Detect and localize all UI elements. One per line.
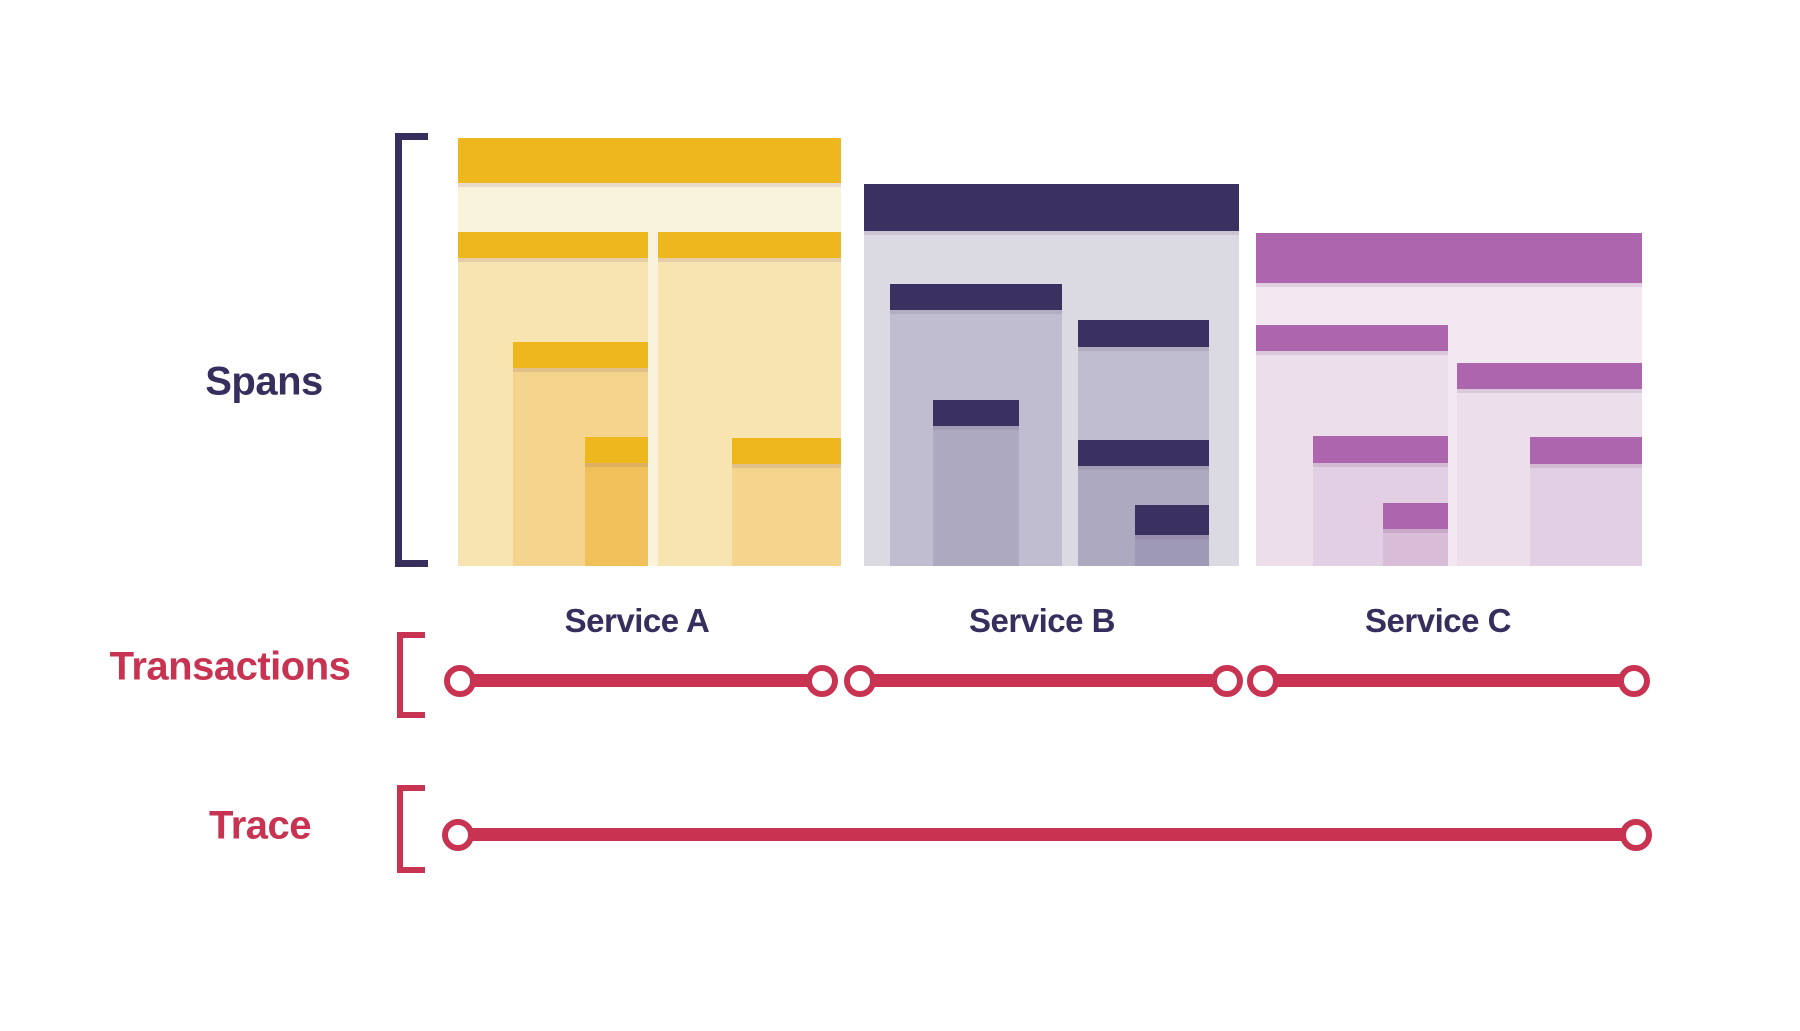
transactions-label: Transactions bbox=[109, 644, 351, 689]
service-c-child-1-1-1-body bbox=[1383, 529, 1448, 566]
transactions-segment-1-end-dot bbox=[806, 665, 838, 697]
transactions-segment-1-start-dot bbox=[444, 665, 476, 697]
service-a-root-bar-span-bar bbox=[458, 138, 841, 183]
trace-segment-1-line bbox=[458, 828, 1636, 841]
transactions-segment-2-line bbox=[860, 674, 1227, 687]
service-c-label: Service C bbox=[1365, 602, 1511, 639]
transactions-segment-2-start-dot bbox=[844, 665, 876, 697]
service-c-child-1-1-bar-span-bar bbox=[1313, 436, 1448, 463]
service-c-child-2-1-body bbox=[1530, 464, 1642, 566]
transactions-segment-3-end-dot bbox=[1618, 665, 1650, 697]
service-a-child-1-bar-span-bar bbox=[458, 232, 648, 258]
service-b-child-2-1-bar-span-bar bbox=[1078, 440, 1209, 466]
service-b-root-bar-span-bar bbox=[864, 184, 1239, 231]
service-a-child-1-1-bar-span-bar bbox=[513, 342, 648, 368]
transactions-segment-3-start-dot bbox=[1247, 665, 1279, 697]
trace-segment-1-end-dot bbox=[1620, 819, 1652, 851]
service-b-child-1-1-bar-span-bar bbox=[933, 400, 1019, 426]
trace-label: Trace bbox=[208, 803, 312, 848]
spans-bracket bbox=[395, 133, 428, 567]
service-a-child-1-1-1-bar-span-bar bbox=[585, 437, 648, 463]
service-c-child-2-bar-span-bar bbox=[1457, 363, 1642, 389]
service-a-label: Service A bbox=[564, 602, 710, 639]
spans-label: Spans bbox=[205, 359, 323, 404]
transactions-segment-1-line bbox=[460, 674, 822, 687]
trace-segment-1-start-dot bbox=[442, 819, 474, 851]
service-b-label: Service B bbox=[969, 602, 1115, 639]
service-a-child-2-1-body bbox=[732, 464, 841, 566]
service-c-child-2-1-bar-span-bar bbox=[1530, 437, 1642, 464]
service-b-child-1-1-body bbox=[933, 426, 1019, 566]
service-c-root-bar-span-bar bbox=[1256, 233, 1642, 283]
trace-bracket bbox=[397, 785, 425, 873]
service-b-child-2-1-1-bar-span-bar bbox=[1135, 505, 1209, 535]
transactions-segment-2-end-dot bbox=[1211, 665, 1243, 697]
transactions-bracket bbox=[397, 632, 425, 718]
service-c-child-1-bar-span-bar bbox=[1256, 325, 1448, 351]
transactions-segment-3-line bbox=[1263, 674, 1634, 687]
service-b-child-1-bar-span-bar bbox=[890, 284, 1062, 310]
service-b-child-2-1-1-body bbox=[1135, 535, 1209, 566]
service-b-child-2-bar-span-bar bbox=[1078, 320, 1209, 347]
service-c-child-1-1-1-bar-span-bar bbox=[1383, 503, 1448, 529]
service-a-child-1-1-1-body bbox=[585, 463, 648, 566]
service-a-child-2-bar-span-bar bbox=[658, 232, 841, 258]
service-a-child-2-1-bar-span-bar bbox=[732, 438, 841, 464]
